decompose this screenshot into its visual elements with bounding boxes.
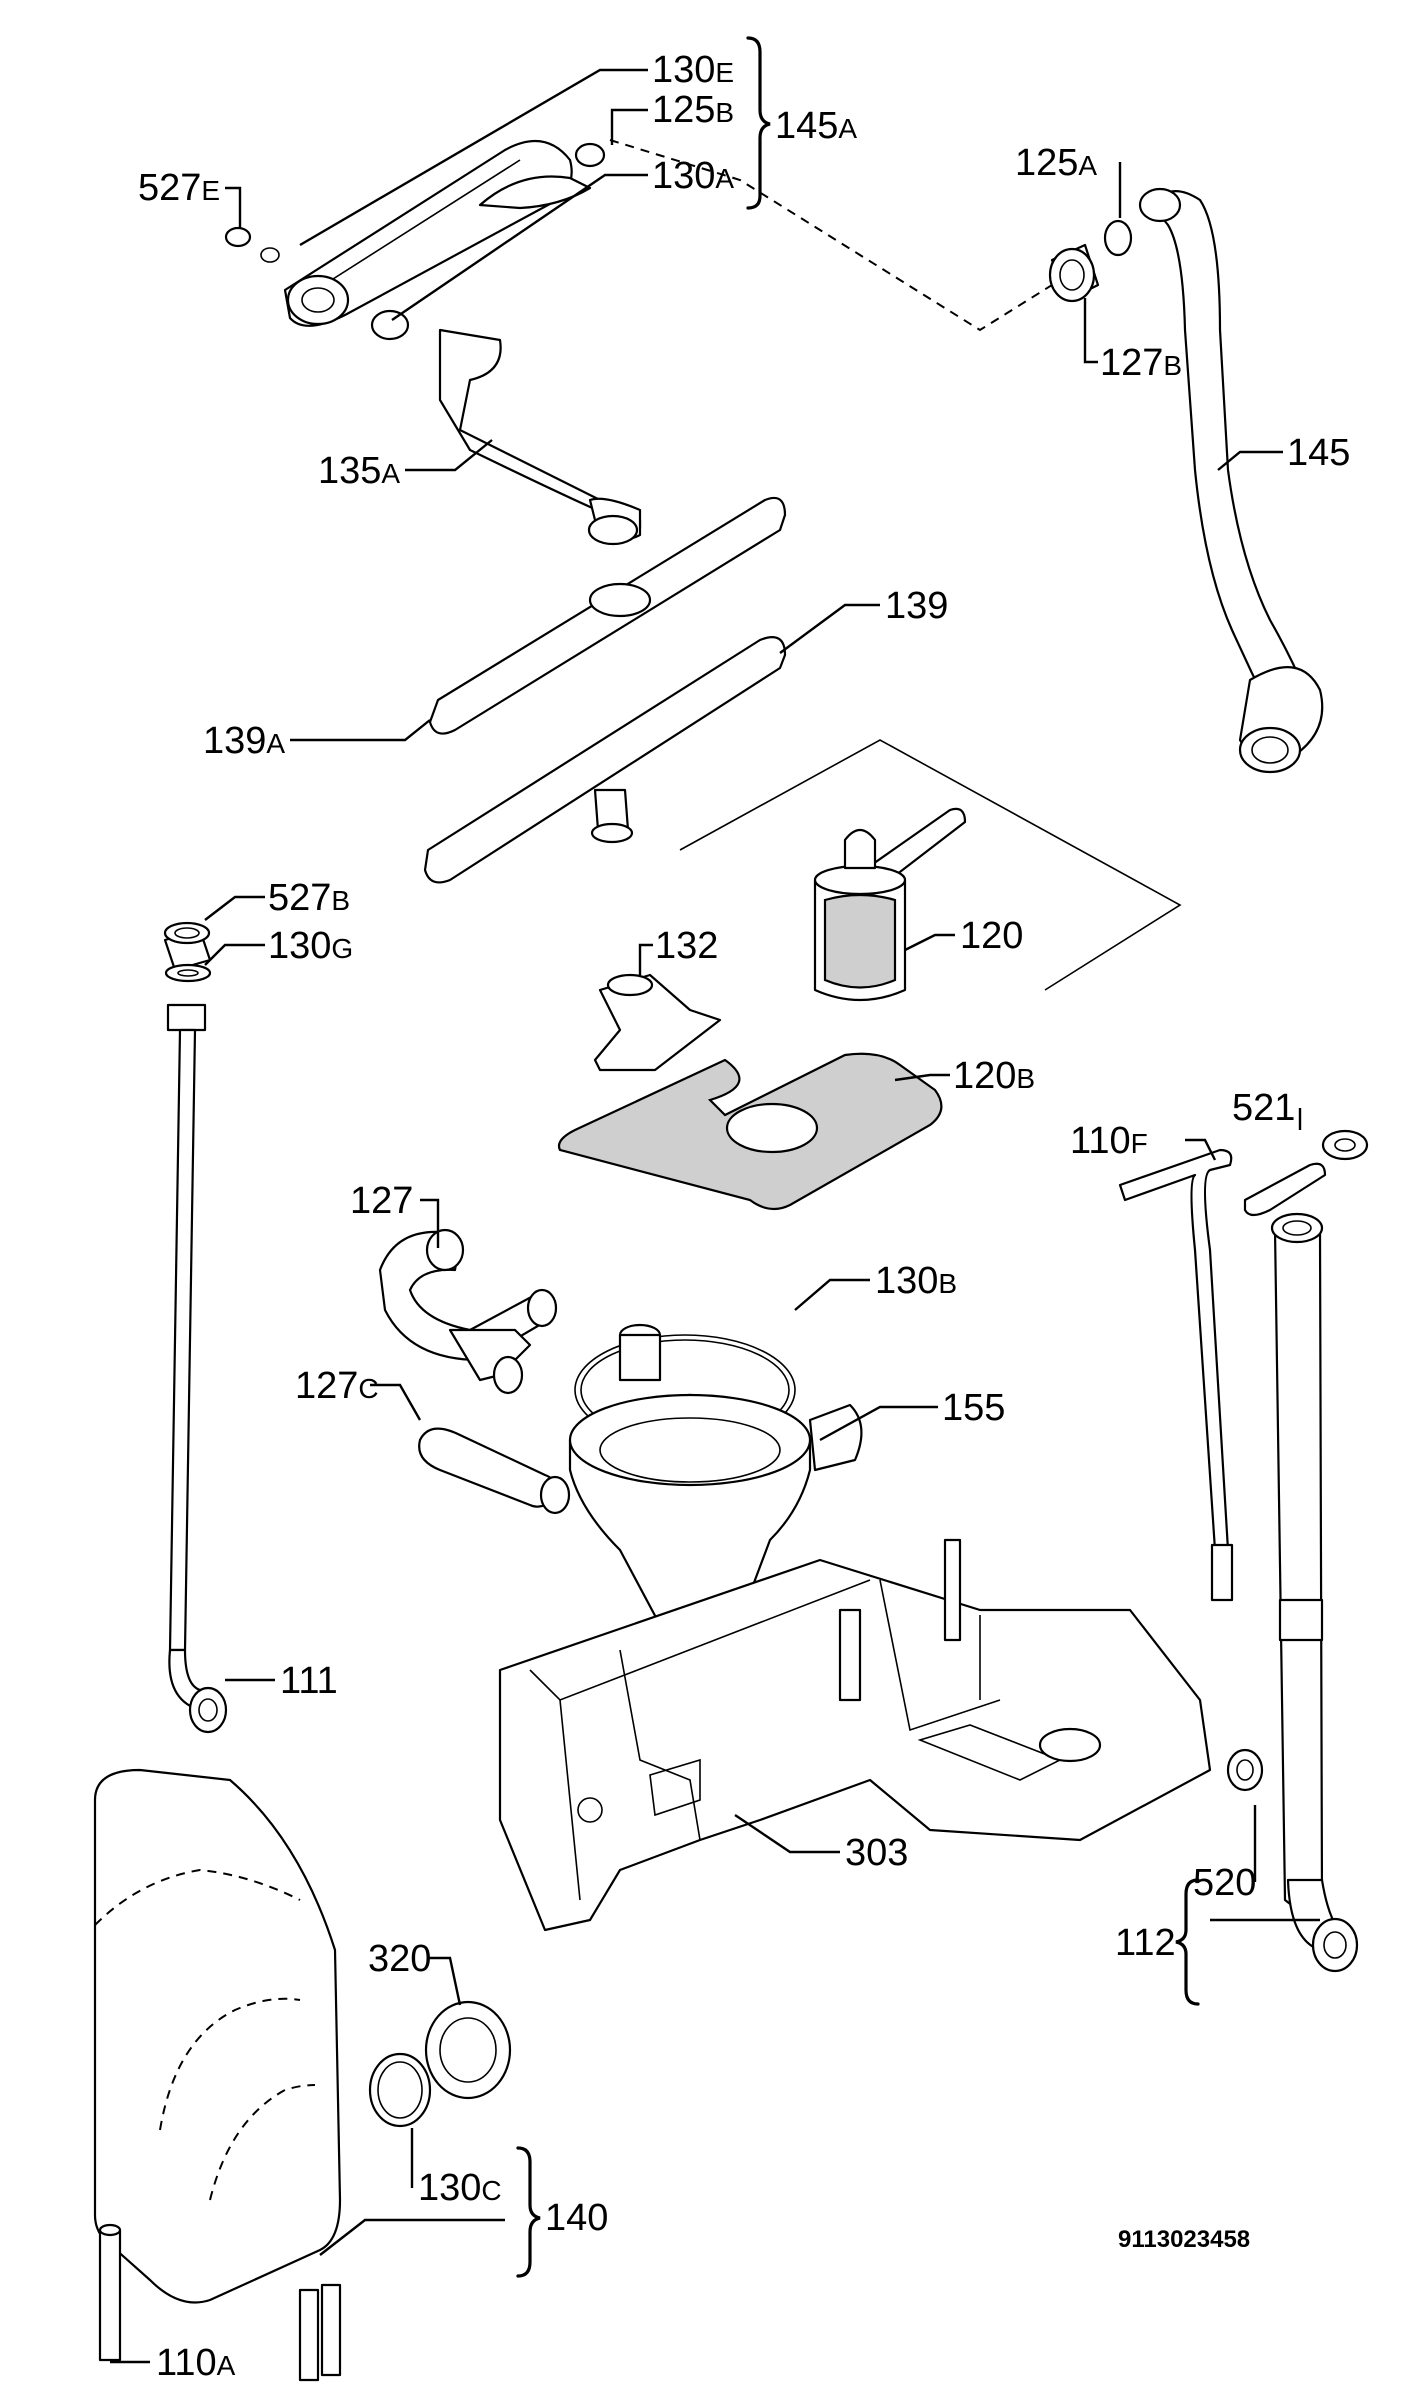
label-139: 139: [885, 585, 948, 627]
label-527e: 527E: [138, 167, 220, 209]
label-320: 320: [368, 1938, 431, 1980]
leader-lines: [110, 68, 1320, 2364]
label-155: 155: [942, 1387, 1005, 1429]
label-110a: 110A: [156, 2342, 236, 2384]
base-tray-303: [498, 1538, 1212, 1932]
label-127c: 127C: [295, 1365, 379, 1407]
label-130c: 130C: [418, 2167, 502, 2209]
label-135a: 135A: [318, 450, 400, 492]
label-112: 112: [1115, 1922, 1176, 1964]
label-130a: 130A: [652, 155, 734, 197]
label-520: 520: [1193, 1862, 1256, 1904]
upper-spray-tube-assembly: [283, 140, 592, 341]
label-303: 303: [845, 1832, 908, 1874]
upper-spray-arm-139a: [428, 496, 787, 735]
label-127b: 127B: [1100, 342, 1182, 384]
filter-bracket-outline: [679, 739, 1182, 991]
washer-130g: [164, 963, 212, 983]
label-527b: 527B: [268, 877, 350, 919]
label-140: 140: [545, 2197, 608, 2239]
sump-155: [568, 1323, 863, 1633]
label-130g: 130G: [268, 925, 353, 967]
label-120: 120: [960, 915, 1023, 957]
seal-320: [424, 2000, 512, 2100]
flat-filter-120b: [557, 1052, 943, 1211]
label-145a: 145A: [775, 105, 857, 147]
label-110f: 110F: [1070, 1120, 1148, 1162]
o-ring-125a: [1103, 219, 1133, 257]
label-139a: 139A: [203, 720, 285, 762]
label-145: 145: [1287, 432, 1350, 474]
connection-dashed-line: [609, 139, 1061, 332]
document-number: 9113023458: [1118, 2226, 1250, 2253]
spray-arm-pipe-135a: [438, 328, 642, 546]
lower-spray-arm-139: [423, 636, 787, 884]
fitting-127b: [1048, 243, 1100, 303]
drain-hose-520: [1270, 1212, 1359, 1973]
tube-110f: [1118, 1148, 1234, 1602]
connector-pipe-127: [378, 1228, 558, 1395]
label-130b: 130B: [875, 1260, 957, 1302]
label-111: 111: [280, 1660, 338, 1702]
label-130e: 130E: [652, 49, 734, 91]
label-125a: 125A: [1015, 142, 1097, 184]
nut-527b: [163, 921, 212, 972]
nut-527e: [224, 226, 280, 263]
label-127: 127: [350, 1180, 413, 1222]
part-521: [1243, 1129, 1369, 1217]
o-ring-130c: [368, 2052, 432, 2128]
filter-120: [813, 807, 967, 1002]
label-120b: 120B: [953, 1055, 1035, 1097]
label-125b: 125B: [652, 89, 734, 131]
fitting-112: [1226, 1748, 1264, 1792]
connector-pipe-127c: [418, 1427, 571, 1515]
grouping-braces: [516, 36, 1200, 2278]
label-132: 132: [655, 925, 718, 967]
side-panel-140: [93, 1768, 342, 2382]
inlet-hose-111: [166, 1003, 228, 1734]
upper-water-hose-145: [1138, 187, 1324, 774]
callout-labels: 130E 125B 130A 145A 527E 125A 127B 135A …: [138, 49, 1350, 2384]
tube-110a: [98, 2223, 122, 2362]
o-ring-125b: [574, 142, 606, 168]
part-132: [593, 973, 722, 1072]
label-521: 521: [1232, 1087, 1295, 1129]
